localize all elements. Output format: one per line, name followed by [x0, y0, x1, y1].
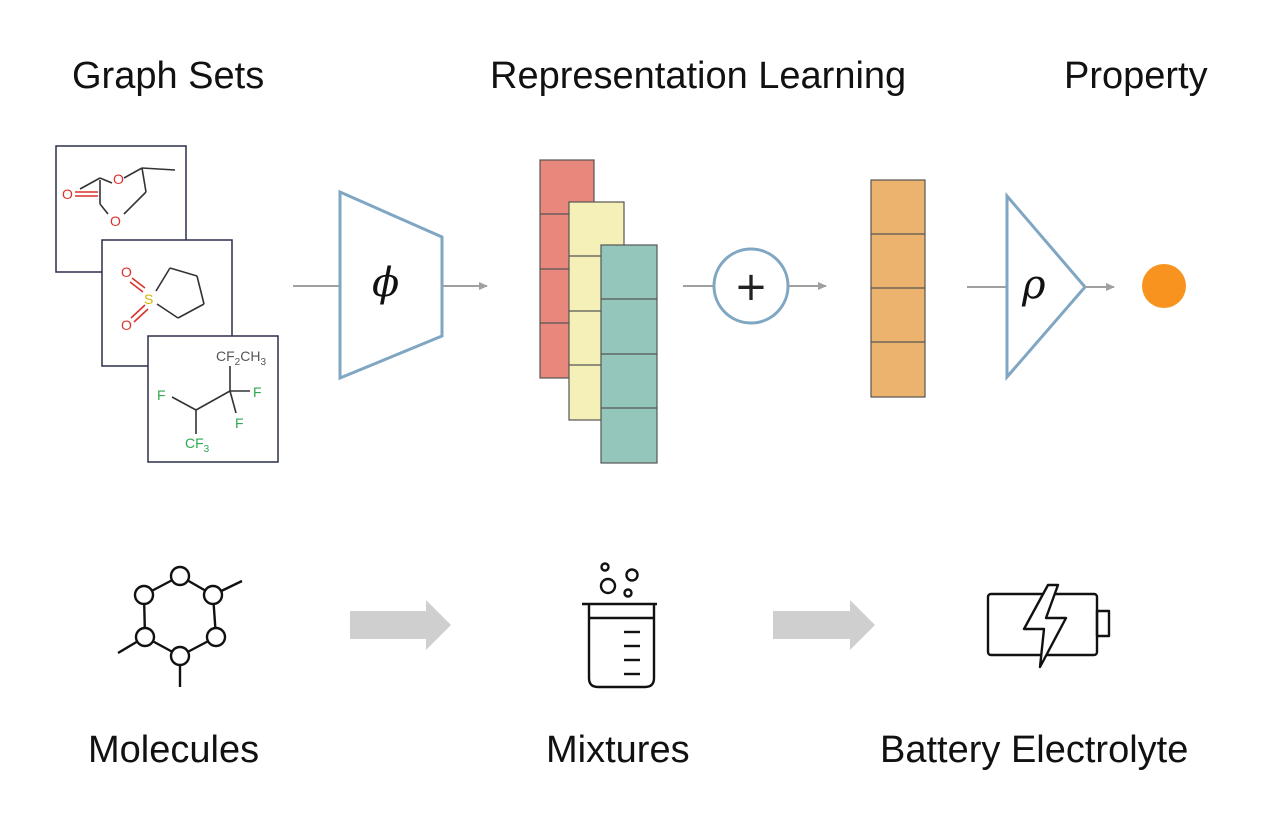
atom-sulfur: S [144, 291, 153, 307]
heading-property: Property [1064, 55, 1208, 97]
atom-fluorine: F [253, 384, 262, 400]
atom-oxygen: O [110, 213, 121, 229]
group-cf3: CF3 [185, 435, 210, 455]
caption-mixtures: Mixtures [546, 729, 690, 771]
atom-oxygen: O [62, 186, 73, 202]
atom-fluorine: F [235, 415, 244, 431]
beaker-bubbles-icon [582, 562, 657, 689]
encoder-phi-trapezoid [338, 189, 444, 381]
caption-battery-electrolyte: Battery Electrolyte [880, 729, 1188, 771]
caption-molecules: Molecules [88, 729, 259, 771]
embedding-vector-teal [600, 244, 658, 464]
atom-fluorine: F [157, 387, 166, 403]
heading-representation-learning: Representation Learning [490, 55, 906, 97]
flow-arrow-molecules-to-mixtures [350, 600, 451, 650]
rho-symbol: ρ [1021, 262, 1046, 308]
phi-symbol: ϕ [372, 260, 399, 306]
plus-symbol: + [734, 264, 768, 310]
atom-oxygen: O [113, 171, 124, 187]
molecule-card-fluorinated: CF2CH3 F F F CF3 [147, 335, 279, 463]
atom-oxygen: O [121, 264, 132, 280]
molecule-graph-icon [117, 565, 243, 687]
readout-rho-triangle [1005, 191, 1087, 382]
heading-graph-sets: Graph Sets [72, 55, 264, 97]
atom-oxygen: O [121, 317, 132, 333]
group-cf2ch3: CF2CH3 [216, 348, 266, 368]
battery-charge-icon [986, 583, 1111, 669]
flow-arrow-mixtures-to-battery [773, 600, 875, 650]
property-dot [1142, 264, 1186, 308]
aggregated-vector [870, 179, 926, 398]
